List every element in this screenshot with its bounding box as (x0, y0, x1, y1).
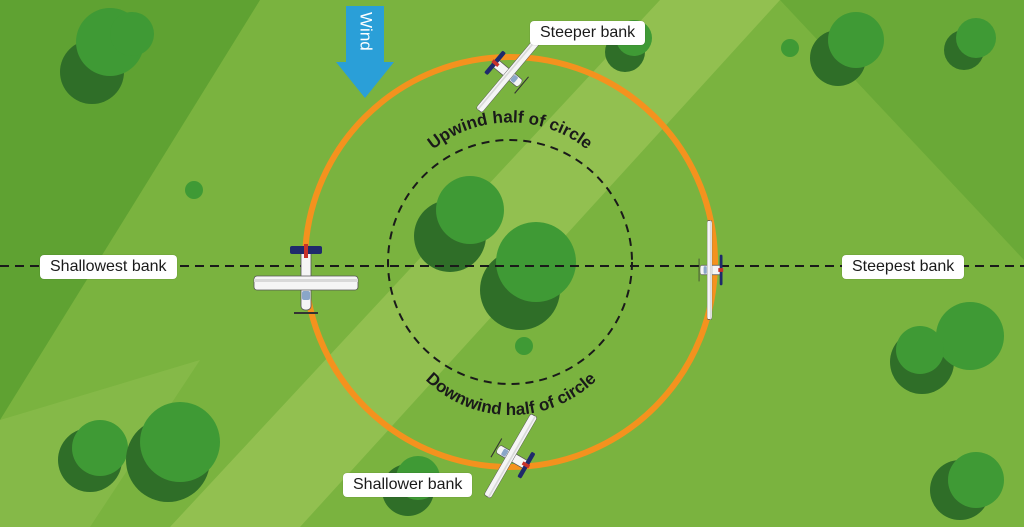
tree-small-left (185, 181, 203, 199)
tree-cluster-center (414, 176, 576, 355)
steeper-bank-label: Steeper bank (530, 21, 646, 45)
tree-cluster-bottom-right (930, 452, 1004, 520)
tree-cluster-top-left (60, 8, 154, 104)
shallower-bank-label: Shallower bank (343, 473, 473, 497)
wind-label: Wind (357, 12, 376, 51)
shallowest-bank-label: Shallowest bank (40, 255, 177, 279)
tree-cluster-right (890, 302, 1004, 394)
steepest-bank-label: Steepest bank (842, 255, 965, 279)
tree-cluster-top-right (781, 12, 996, 86)
grass-dark-patch-left (0, 0, 260, 420)
grass-light-stripe (170, 0, 780, 527)
reference-point-circle (387, 139, 633, 385)
arrow-down-icon: Wind (336, 6, 394, 98)
tree-cluster-bottom-left (58, 402, 220, 502)
